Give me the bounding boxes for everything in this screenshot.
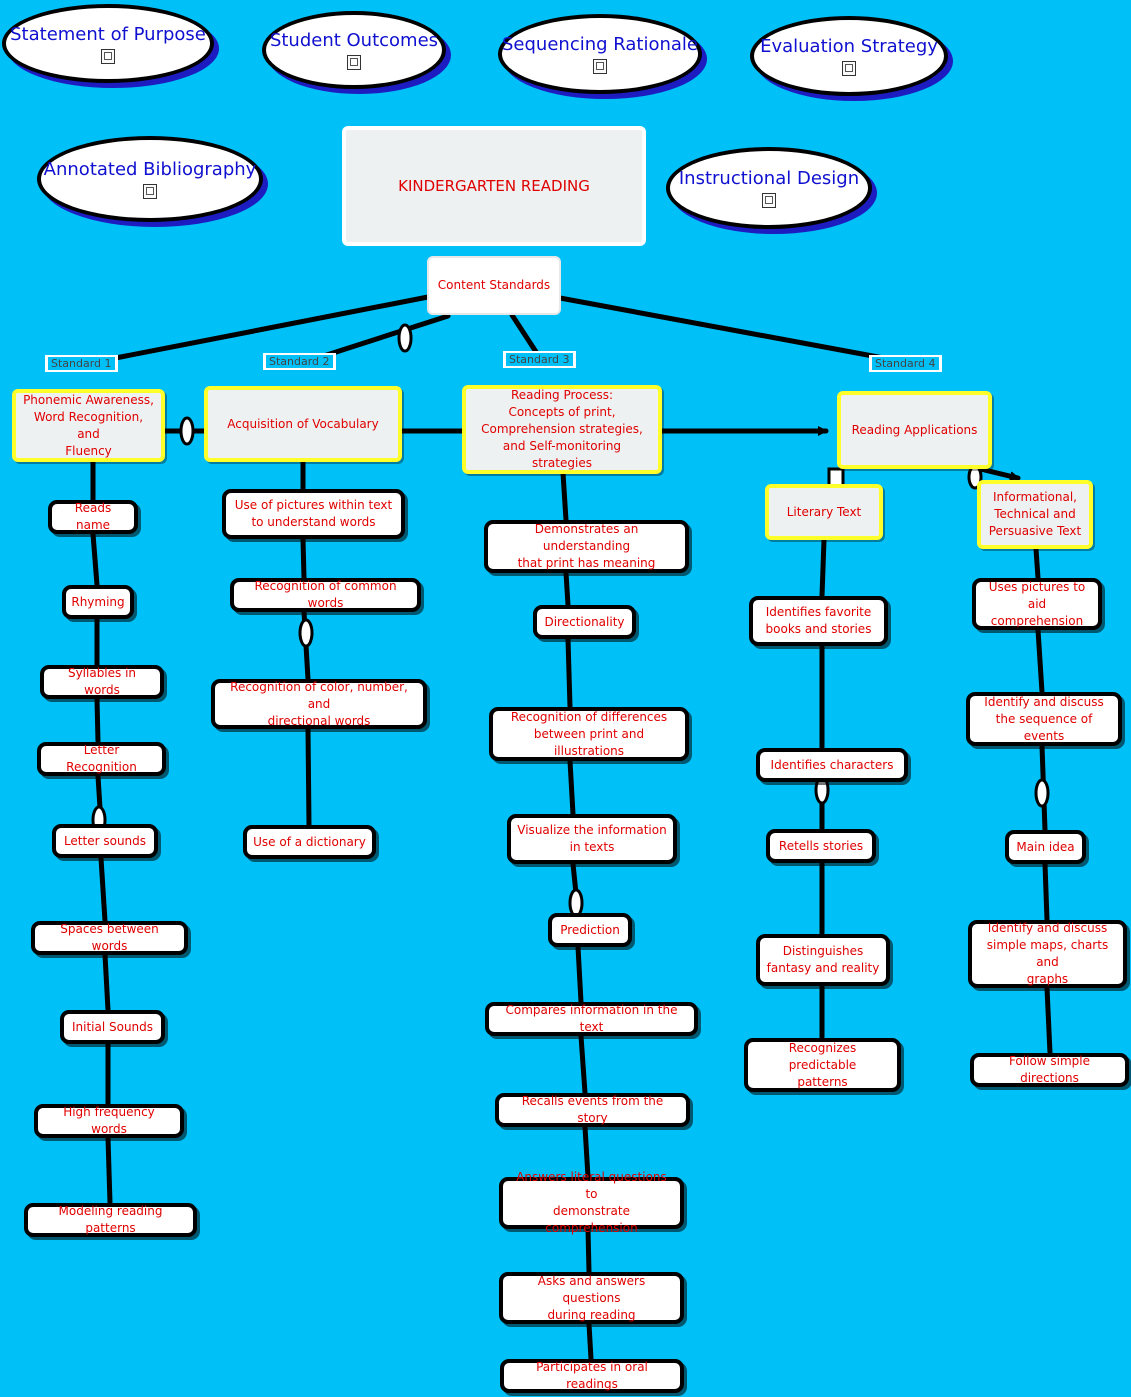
document-icon[interactable]: [347, 55, 361, 70]
std2-item: Recognition of color, number, and direct…: [211, 679, 427, 729]
std3-item: Recognition of differences between print…: [489, 707, 689, 761]
document-icon[interactable]: [593, 59, 607, 74]
std3-item: Visualize the information in texts: [507, 814, 677, 864]
literary-text-category: Literary Text: [765, 484, 883, 540]
literary-item: Distinguishes fantasy and reality: [756, 934, 890, 986]
standard-4-title: Reading Applications: [851, 422, 978, 437]
standard-1-category: Phonemic Awareness, Word Recognition, an…: [12, 389, 165, 462]
instructional-design-label: Instructional Design: [678, 168, 860, 189]
student-outcomes-label: Student Outcomes: [269, 30, 439, 51]
literary-item: Recognizes predictable patterns: [744, 1038, 901, 1092]
informational-text-title: Informational, Technical and Persuasive …: [988, 490, 1082, 538]
std1-item: Initial Sounds: [60, 1010, 165, 1044]
document-icon[interactable]: [842, 61, 856, 76]
std2-item: Use of a dictionary: [243, 825, 376, 859]
std1-item: Modeling reading patterns: [24, 1203, 197, 1237]
instructional-design-link[interactable]: Instructional Design: [666, 147, 872, 229]
std3-item: Participates in oral readings: [500, 1359, 684, 1393]
informational-item: Main idea: [1005, 830, 1086, 864]
informational-item: Uses pictures to aid comprehension: [972, 578, 1102, 630]
informational-item: Identify and discuss the sequence of eve…: [966, 692, 1122, 746]
std1-item: Spaces between words: [31, 921, 188, 955]
statement-of-purpose-link[interactable]: Statement of Purpose: [2, 4, 214, 83]
sequencing-rationale-link[interactable]: Sequencing Rationale: [498, 14, 702, 94]
literary-text-title: Literary Text: [786, 504, 862, 519]
standard-1-title: Phonemic Awareness, Word Recognition, an…: [23, 392, 154, 458]
document-icon[interactable]: [101, 48, 115, 64]
content-standards-label: Content Standards: [437, 278, 551, 292]
std1-item: Letter sounds: [52, 824, 158, 858]
standard-4-category: Reading Applications: [837, 391, 992, 469]
document-icon[interactable]: [143, 184, 157, 199]
student-outcomes-link[interactable]: Student Outcomes: [262, 11, 446, 89]
content-standards-node: Content Standards: [427, 256, 561, 315]
informational-item: Identify and discuss simple maps, charts…: [968, 920, 1127, 988]
standard-3-title: Reading Process: Concepts of print, Comp…: [481, 388, 643, 470]
standard-1-label: Standard 1: [45, 355, 118, 372]
evaluation-strategy-label: Evaluation Strategy: [760, 36, 938, 57]
std1-item: Rhyming: [62, 585, 134, 619]
annotated-bibliography-link[interactable]: Annotated Bibliography: [37, 136, 263, 222]
std3-item: Answers literal questions to demonstrate…: [499, 1170, 684, 1235]
std1-item: Syllables in words: [40, 665, 164, 699]
informational-item: Follow simple directions: [970, 1053, 1129, 1087]
literary-item: Identifies characters: [756, 748, 908, 782]
standard-4-label: Standard 4: [869, 355, 942, 372]
document-icon[interactable]: [762, 193, 776, 208]
std3-item: Directionality: [533, 605, 636, 639]
standard-2-label: Standard 2: [263, 353, 336, 370]
annotated-bibliography-label: Annotated Bibliography: [43, 159, 257, 180]
literary-item: Retells stories: [766, 829, 876, 863]
statement-of-purpose-label: Statement of Purpose: [10, 23, 206, 45]
std1-item: High frequency words: [34, 1104, 184, 1138]
standard-3-label: Standard 3: [503, 351, 576, 368]
std3-item: Compares information in the text: [485, 1002, 698, 1036]
standard-2-title: Acquisition of Vocabulary: [227, 416, 379, 431]
std2-item: Recognition of common words: [230, 578, 421, 612]
standard-2-category: Acquisition of Vocabulary: [204, 386, 402, 462]
std1-item: Reads name: [48, 500, 138, 534]
root-title: KINDERGARTEN READING: [398, 176, 590, 195]
standard-3-category: Reading Process: Concepts of print, Comp…: [462, 385, 662, 474]
std3-item: Demonstrates an understanding that print…: [484, 520, 689, 573]
informational-text-category: Informational, Technical and Persuasive …: [977, 480, 1093, 549]
std1-item: Letter Recognition: [37, 742, 166, 776]
std3-item: Prediction: [548, 913, 632, 947]
literary-item: Identifies favorite books and stories: [749, 596, 888, 646]
std3-item: Recalls events from the story: [495, 1093, 690, 1127]
sequencing-rationale-label: Sequencing Rationale: [502, 34, 698, 55]
root-node: KINDERGARTEN READING: [342, 126, 646, 246]
std3-item: Asks and answers questions during readin…: [499, 1272, 684, 1324]
evaluation-strategy-link[interactable]: Evaluation Strategy: [750, 16, 948, 96]
std2-item: Use of pictures within text to understan…: [222, 489, 405, 539]
